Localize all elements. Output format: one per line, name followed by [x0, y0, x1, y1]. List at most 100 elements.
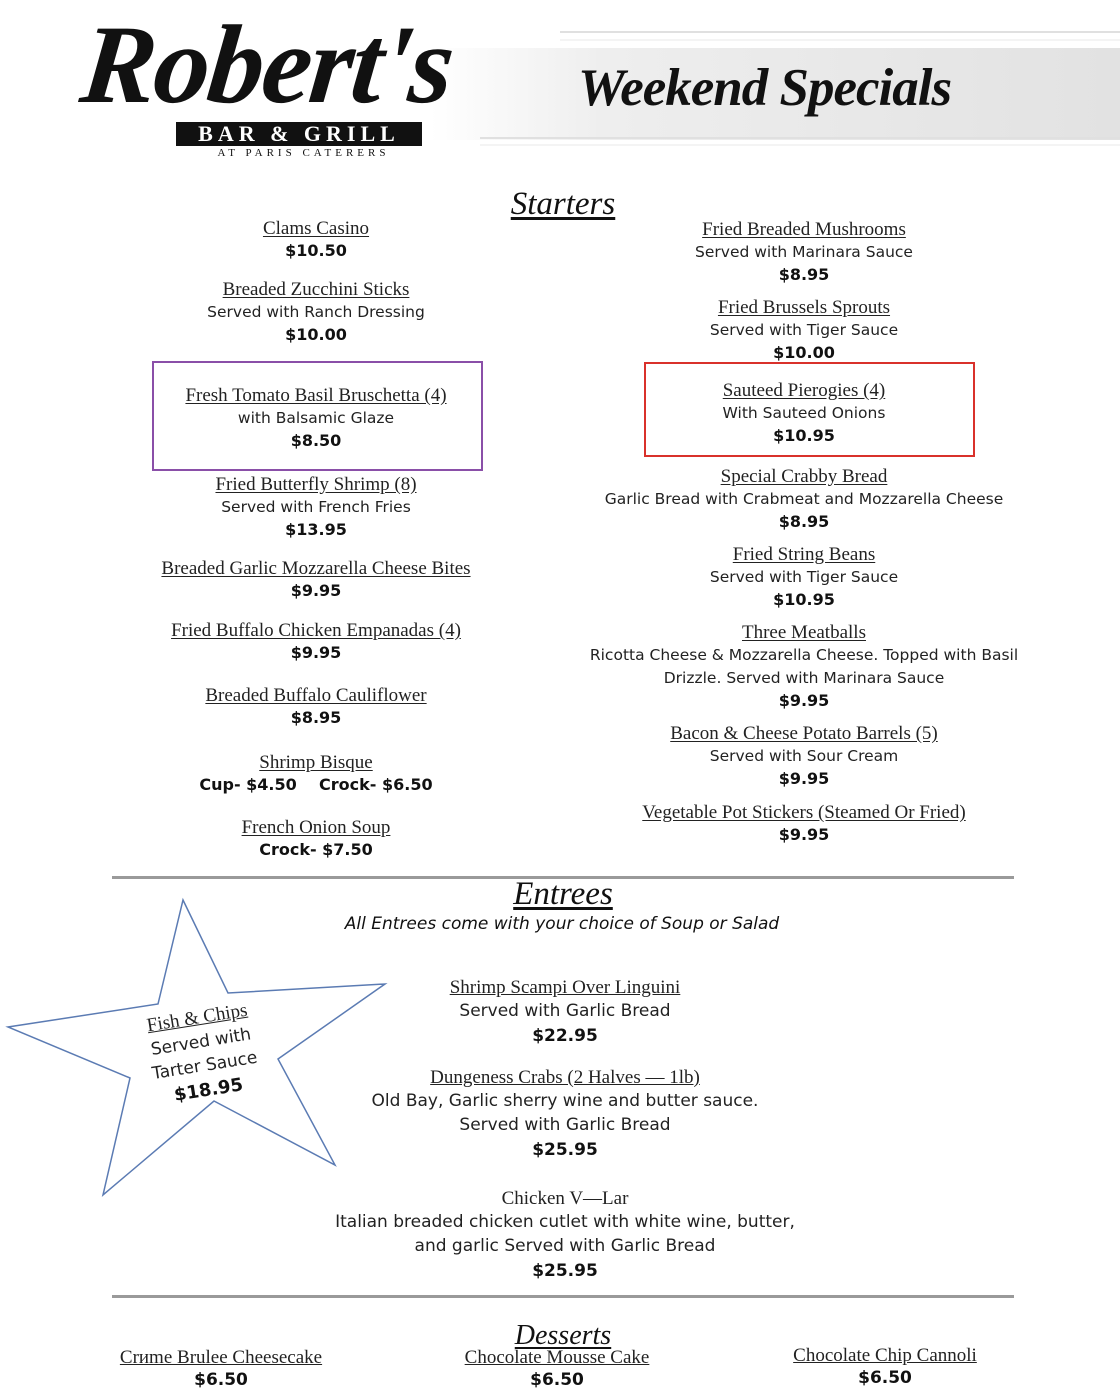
item-price: $6.50	[194, 1370, 248, 1390]
desserts-heading: Desserts	[514, 1320, 612, 1351]
item-price: $6.50	[858, 1368, 912, 1388]
item-price: $10.95	[773, 590, 835, 609]
item-price: $10.00	[285, 325, 347, 344]
starter-item: Breaded Garlic Mozzarella Cheese Bites $…	[76, 558, 556, 602]
item-price: $9.95	[778, 825, 830, 844]
item-description: Served with Sour Cream	[709, 747, 899, 765]
item-name: Vegetable Pot Stickers (Steamed Or Fried…	[642, 802, 966, 823]
item-description: Served with Marinara Sauce	[695, 243, 913, 261]
section-divider	[112, 876, 1014, 879]
starter-item: Clams Casino $10.50	[76, 218, 556, 262]
item-description: Served with Ranch Dressing	[207, 303, 425, 321]
item-description: with Balsamic Glaze	[237, 409, 395, 427]
item-name: Breaded Zucchini Sticks	[222, 279, 410, 300]
star-graphic	[5, 897, 388, 1198]
item-description: Served with Garlic Bread	[459, 1001, 671, 1021]
item-name: Dungeness Crabs (2 Halves — 1lb)	[430, 1067, 700, 1088]
item-price: $9.95	[778, 769, 830, 788]
item-price: $22.95	[532, 1026, 598, 1046]
item-price: $9.95	[290, 643, 342, 662]
item-description: Garlic Bread with Crabmeat and Mozzarell…	[604, 490, 1004, 508]
item-description: Served with Garlic Bread	[459, 1115, 671, 1135]
item-name: Chocolate Chip Cannoli	[793, 1345, 977, 1366]
item-price: $13.95	[285, 520, 347, 539]
item-description: Old Bay, Garlic sherry wine and butter s…	[371, 1091, 759, 1111]
starters-heading: Starters	[510, 186, 616, 222]
item-price: $8.50	[290, 431, 342, 450]
entree-item: Shrimp Scampi Over Linguini Served with …	[300, 977, 830, 1049]
title-banner	[430, 48, 1120, 140]
item-price: Crock- $7.50	[259, 840, 373, 859]
item-name: Shrimp Bisque	[259, 752, 373, 773]
item-name: Chicken V—Lar	[501, 1188, 629, 1209]
starter-item: Breaded Zucchini Sticks Served with Ranc…	[76, 279, 556, 346]
starter-item: Fried Buffalo Chicken Empanadas (4) $9.9…	[76, 620, 556, 664]
entree-item: Chicken V—Lar Italian breaded chicken cu…	[300, 1188, 830, 1284]
item-description: Served with French Fries	[221, 498, 411, 516]
logo-tagline: AT PARIS CATERERS	[217, 147, 390, 159]
item-price: $10.95	[773, 426, 835, 445]
banner-flourish	[480, 31, 1120, 146]
item-price: $9.95	[778, 691, 830, 710]
starter-item: Shrimp Bisque Cup- $4.50 Crock- $6.50	[76, 752, 556, 796]
item-price: $25.95	[532, 1140, 598, 1160]
item-name: Fried Brussels Sprouts	[717, 297, 891, 318]
dessert-item: Chocolate Chip Cannoli $6.50	[720, 1345, 1050, 1389]
item-description: Served with Tiger Sauce	[709, 568, 899, 586]
starter-item: Vegetable Pot Stickers (Steamed Or Fried…	[564, 802, 1044, 846]
item-name: Crиme Brulee Cheesecake	[119, 1347, 323, 1368]
starter-item: Fried Breaded Mushrooms Served with Mari…	[564, 219, 1044, 286]
item-price: $8.95	[290, 708, 342, 727]
logo-script: Robert's	[75, 3, 459, 127]
item-price: Cup- $4.50 Crock- $6.50	[199, 775, 433, 794]
item-name: Three Meatballs	[742, 622, 866, 643]
item-price: $8.95	[778, 265, 830, 284]
item-name: Shrimp Scampi Over Linguini	[449, 977, 681, 998]
starter-item: Sauteed Pierogies (4) With Sauteed Onion…	[564, 380, 1044, 447]
item-name: Clams Casino	[262, 218, 370, 239]
entrees-subtitle: All Entrees come with your choice of Sou…	[344, 914, 780, 934]
item-name: Breaded Garlic Mozzarella Cheese Bites	[161, 558, 471, 579]
item-price: $10.00	[773, 343, 835, 362]
entrees-heading: Entrees	[513, 876, 613, 912]
page-title: Weekend Specials	[578, 59, 952, 117]
item-name: Chocolate Mousse Cake	[464, 1347, 650, 1368]
starter-item: Bacon & Cheese Potato Barrels (5) Served…	[564, 723, 1044, 790]
dessert-item: Crиme Brulee Cheesecake $6.50	[56, 1347, 386, 1391]
item-name: Fresh Tomato Basil Bruschetta (4)	[185, 385, 447, 406]
starter-item: Three Meatballs Ricotta Cheese & Mozzare…	[584, 622, 1024, 712]
entree-item: Dungeness Crabs (2 Halves — 1lb) Old Bay…	[300, 1067, 830, 1163]
starter-item: Fresh Tomato Basil Bruschetta (4) with B…	[76, 385, 556, 452]
item-name: French Onion Soup	[241, 817, 391, 838]
starter-item: Special Crabby Bread Garlic Bread with C…	[564, 466, 1044, 533]
dessert-item: Chocolate Mousse Cake $6.50	[392, 1347, 722, 1391]
item-name: Fried String Beans	[732, 544, 876, 565]
highlight-box-red	[644, 362, 975, 457]
item-price: $10.50	[285, 241, 347, 260]
highlight-box-purple	[152, 361, 483, 471]
item-description: With Sauteed Onions	[722, 404, 886, 422]
item-price: $25.95	[532, 1261, 598, 1281]
item-description: and garlic Served with Garlic Bread	[414, 1236, 716, 1256]
item-name: Sauteed Pierogies (4)	[722, 380, 886, 401]
starter-item: Fried Brussels Sprouts Served with Tiger…	[564, 297, 1044, 364]
item-name: Fried Buffalo Chicken Empanadas (4)	[171, 620, 461, 641]
starter-item: Fried Butterfly Shrimp (8) Served with F…	[76, 474, 556, 541]
logo-subtitle-bar	[176, 122, 422, 146]
item-description: Served with Tiger Sauce	[709, 321, 899, 339]
item-description: Italian breaded chicken cutlet with whit…	[335, 1212, 795, 1232]
starter-item: Breaded Buffalo Cauliflower $8.95	[76, 685, 556, 729]
item-price: $6.50	[530, 1370, 584, 1390]
item-name: Fried Butterfly Shrimp (8)	[215, 474, 417, 495]
starter-item: French Onion Soup Crock- $7.50	[76, 817, 556, 861]
starter-item: Fried String Beans Served with Tiger Sau…	[564, 544, 1044, 611]
item-price: $9.95	[290, 581, 342, 600]
item-price: $8.95	[778, 512, 830, 531]
item-name: Fried Breaded Mushrooms	[702, 219, 906, 240]
section-divider	[112, 1295, 1014, 1298]
item-name: Breaded Buffalo Cauliflower	[205, 685, 427, 706]
item-name: Special Crabby Bread	[720, 466, 888, 487]
item-description: Ricotta Cheese & Mozzarella Cheese. Topp…	[589, 646, 1019, 687]
logo-subtitle: BAR & GRILL	[198, 121, 400, 146]
item-name: Bacon & Cheese Potato Barrels (5)	[670, 723, 938, 744]
